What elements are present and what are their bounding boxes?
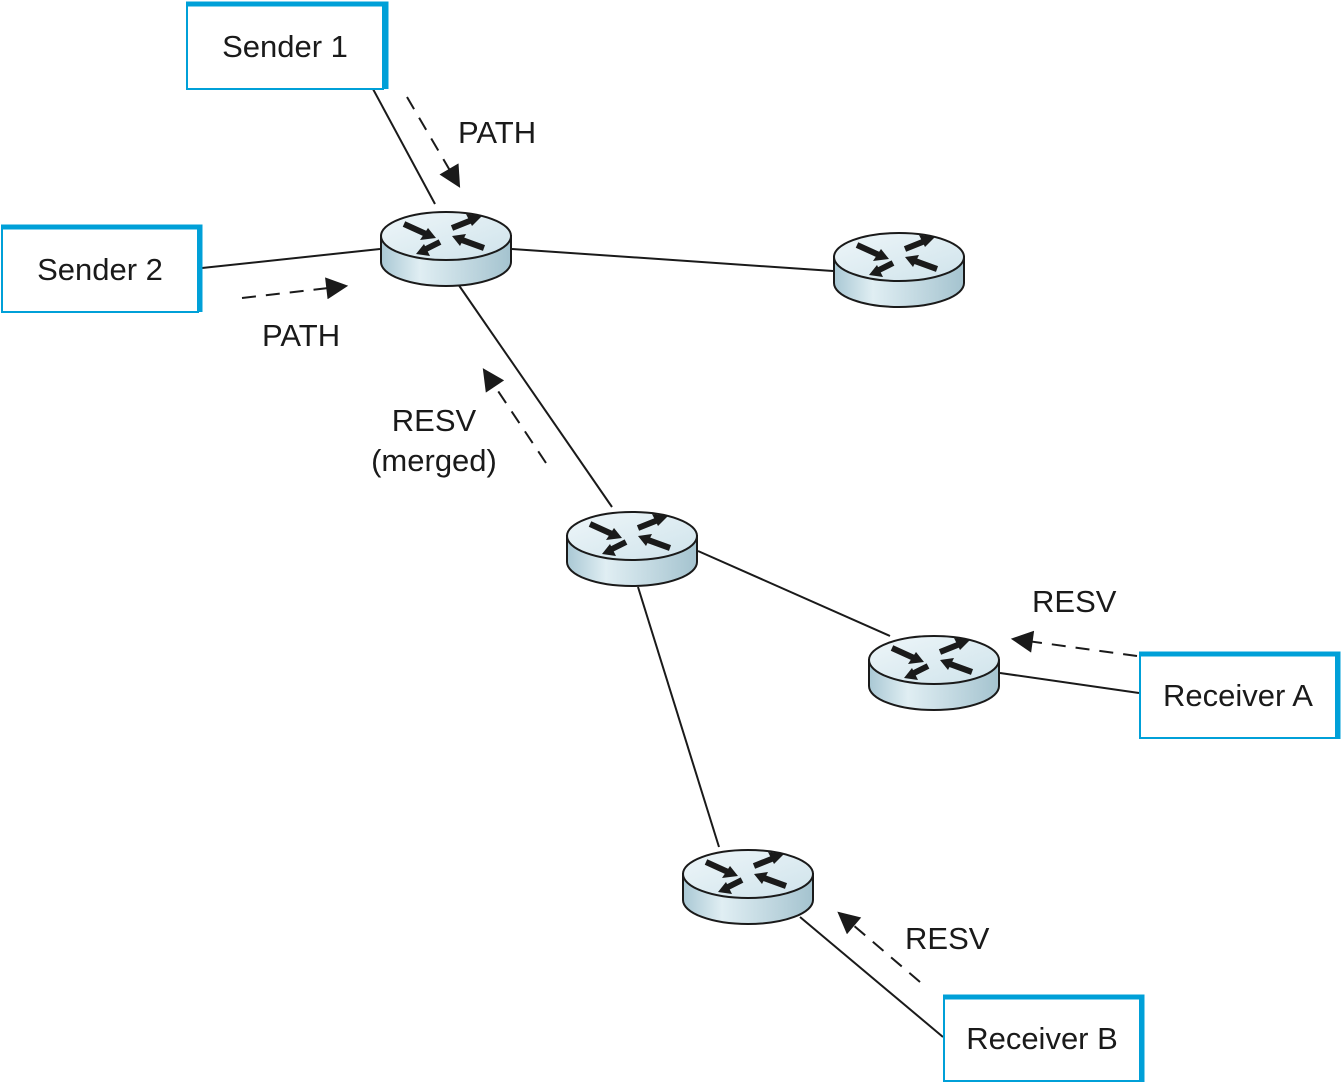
path-label-2: PATH	[262, 318, 340, 353]
link-router5-receiverB	[799, 916, 944, 1038]
sender1-label: Sender 1	[222, 29, 348, 64]
resv-arrow-receiverB	[837, 911, 921, 983]
link-sender2-router1	[201, 248, 381, 269]
router-icon	[381, 212, 511, 286]
path-label-1: PATH	[458, 115, 536, 150]
resv-label-a: RESV	[1032, 584, 1117, 619]
receiverB-label: Receiver B	[966, 1021, 1118, 1056]
receiverA-box: Receiver A	[1139, 651, 1341, 739]
link-router3-router5	[637, 586, 720, 848]
resv-merged-note: (merged)	[371, 443, 497, 478]
router-icon	[834, 233, 964, 307]
sender2-label: Sender 2	[37, 252, 163, 287]
receiverA-label: Receiver A	[1163, 678, 1313, 713]
sender2-box: Sender 2	[1, 224, 203, 313]
resv-arrow-receiverA	[1010, 630, 1138, 657]
router-icon	[869, 636, 999, 710]
resv-merged-label: RESV	[392, 403, 477, 438]
sender1-box: Sender 1	[186, 1, 389, 90]
link-router1-router2	[511, 248, 834, 272]
link-sender1-router1	[372, 88, 436, 205]
path-arrow-sender2	[241, 277, 349, 300]
resv-arrow-merged	[482, 368, 547, 464]
receiverB-box: Receiver B	[943, 994, 1145, 1082]
link-router1-router3	[457, 283, 613, 508]
links	[201, 88, 1140, 1038]
link-router3-router4	[697, 550, 891, 637]
resv-label-b: RESV	[905, 921, 990, 956]
link-router4-receiverA	[999, 672, 1140, 694]
router-icon	[683, 850, 813, 924]
router-icon	[567, 512, 697, 586]
path-arrow-sender1	[406, 96, 461, 188]
